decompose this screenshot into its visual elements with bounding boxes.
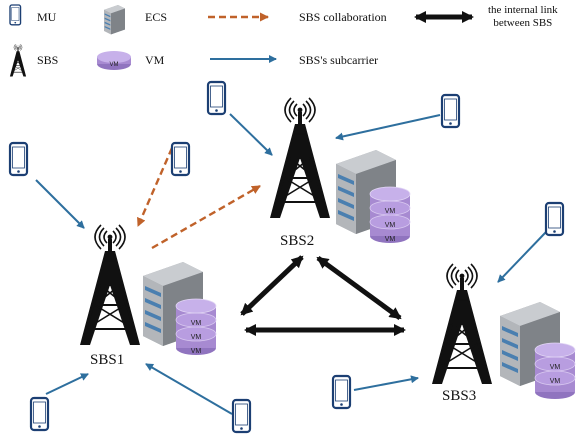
svg-text:VM: VM	[191, 334, 202, 341]
svg-text:VM: VM	[550, 378, 561, 385]
antenna-tower-icon	[269, 97, 331, 219]
antenna-tower-icon	[431, 263, 493, 385]
sbs3-label: SBS3	[442, 388, 477, 404]
mobile-users	[8, 80, 565, 434]
subcarrier-phone-sbs2-right	[335, 114, 441, 141]
sbs3-station: VM VM	[431, 263, 576, 400]
legend-vm-label: VM	[145, 53, 165, 67]
mobile-phone-icon	[206, 80, 227, 116]
svg-text:VM: VM	[385, 236, 396, 243]
legend-mu-label: MU	[37, 10, 57, 24]
vm-disk-icon: VM	[97, 51, 131, 70]
vm-disk-icon: VM VM	[534, 342, 576, 400]
svg-text:VM: VM	[191, 320, 202, 327]
mobile-phone-icon	[544, 201, 565, 237]
mobile-phone-icon	[440, 93, 461, 129]
sbs2-label: SBS2	[280, 233, 315, 249]
svg-text:VM: VM	[550, 364, 561, 371]
antenna-tower-icon	[9, 43, 27, 77]
mobile-phone-icon	[231, 398, 252, 434]
subcarrier-phone-sbs1-br	[145, 363, 233, 415]
svg-text:VM: VM	[385, 208, 396, 215]
svg-text:VM: VM	[110, 62, 119, 68]
internal-links	[240, 255, 406, 336]
subcarrier-phone-sbs1-bl	[45, 373, 89, 395]
sbs1-label: SBS1	[90, 352, 125, 368]
subcarrier-phone-sbs3-bottom	[353, 375, 419, 391]
legend: VM	[9, 4, 474, 77]
server-icon	[104, 5, 125, 35]
vm-disk-icon: VM VM VM	[369, 186, 411, 244]
antenna-tower-icon	[79, 224, 141, 346]
mobile-phone-icon	[9, 4, 22, 26]
legend-ecs-label: ECS	[145, 10, 168, 24]
mobile-phone-icon	[8, 141, 29, 177]
legend-sbs-label: SBS	[37, 53, 59, 67]
link-sbs1-sbs2	[240, 255, 304, 316]
legend-subcarrier-label: SBS's subcarrier	[299, 53, 379, 67]
sbs2-station: VM VM VM	[269, 97, 411, 244]
mobile-phone-icon	[29, 396, 50, 432]
legend-internal-link-label: the internal link between SBS	[488, 4, 558, 29]
collab-sbs1-to-sbs2	[151, 184, 261, 250]
subcarrier-phone-sbs1-left	[35, 179, 85, 229]
subcarrier-links	[35, 113, 547, 415]
vm-disk-icon: VM VM VM	[175, 298, 217, 356]
collaboration-links	[136, 147, 261, 250]
legend-collab-label: SBS collaboration	[299, 10, 387, 24]
subcarrier-phone-sbs3-top	[497, 231, 547, 283]
svg-text:VM: VM	[191, 348, 202, 355]
sbs1-station: VM VM VM	[79, 224, 217, 356]
link-sbs2-sbs3	[316, 255, 402, 321]
svg-text:VM: VM	[385, 222, 396, 229]
collab-phone-to-sbs1	[136, 147, 174, 227]
subcarrier-phone-sbs2-left	[229, 113, 273, 156]
mobile-phone-icon	[170, 141, 191, 177]
mobile-phone-icon	[331, 374, 352, 410]
